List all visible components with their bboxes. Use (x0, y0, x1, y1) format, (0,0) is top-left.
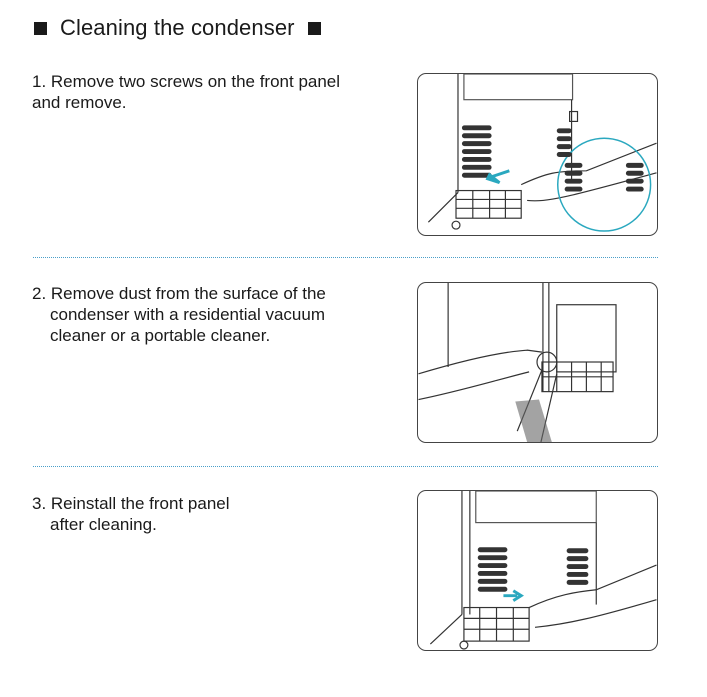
step-1-text: 1. Remove two screws on the front panel … (32, 71, 340, 113)
section-title: Cleaning the condenser (34, 13, 321, 43)
step-line: 1. Remove two screws on the front panel (32, 72, 341, 91)
step-2-illustration (417, 282, 658, 443)
section-divider (33, 466, 658, 467)
condenser-screws-drawing (427, 74, 657, 232)
step-line: condenser with a residential vacuum (50, 305, 325, 324)
arrow-icon (503, 589, 525, 602)
step-line: and remove. (32, 93, 127, 112)
step-1-illustration (417, 73, 658, 236)
square-bullet-icon (307, 21, 321, 35)
step-3-illustration (417, 490, 658, 651)
section-title-text: Cleaning the condenser (60, 15, 295, 40)
square-bullet-icon (34, 21, 47, 35)
step-line: cleaner or a portable cleaner. (50, 326, 271, 345)
step-line: 2. Remove dust from the surface of the (32, 284, 326, 303)
arrow-icon (485, 169, 510, 185)
step-3-text: 3. Reinstall the front panel after clean… (32, 493, 230, 535)
step-line: 3. Reinstall the front panel (32, 494, 230, 513)
reinstall-panel-drawing (429, 491, 657, 650)
vacuum-cleaning-drawing (418, 283, 617, 442)
step-2-text: 2. Remove dust from the surface of the c… (32, 283, 326, 346)
step-line: after cleaning. (50, 515, 157, 534)
section-divider (33, 257, 658, 258)
